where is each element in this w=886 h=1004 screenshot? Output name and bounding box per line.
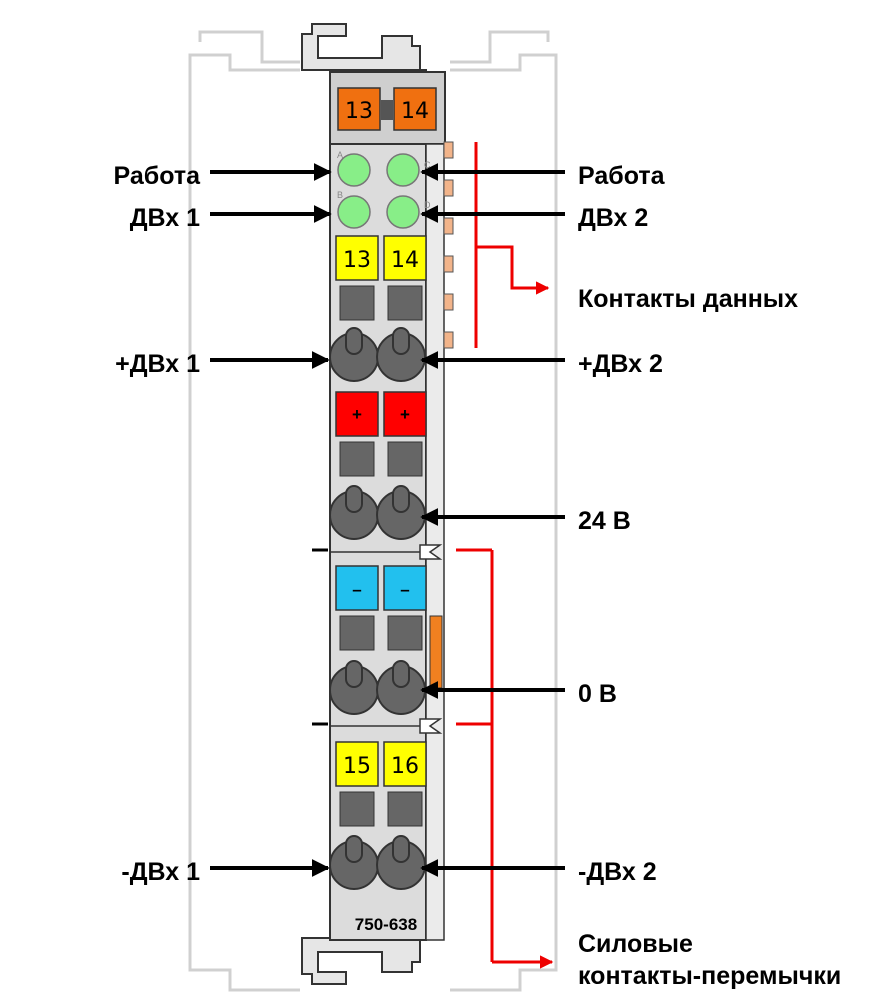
clamp-minus-di-2 <box>376 835 426 890</box>
key-plus-1: + <box>335 391 379 437</box>
label-power-jumper-2: контакты-перемычки <box>578 962 841 990</box>
label-left-minus-di: -ДВх 1 <box>121 858 200 886</box>
power-jumper-contact <box>429 615 443 689</box>
top-key-right: 14 <box>393 87 437 131</box>
release-slot-4 <box>387 441 423 477</box>
top-latch <box>301 23 421 71</box>
svg-text:14: 14 <box>401 99 429 124</box>
svg-text:B: B <box>337 190 343 200</box>
led-status-1 <box>337 153 371 187</box>
label-left-plus-di: +ДВх 1 <box>115 350 200 378</box>
label-24v: 24 В <box>578 507 631 535</box>
svg-text:+: + <box>352 405 362 424</box>
release-slot-8 <box>387 791 423 827</box>
led-status-2 <box>386 153 420 187</box>
jumper-notch-2 <box>419 718 443 734</box>
label-right-status: Работа <box>578 162 666 190</box>
data-contacts-bracket <box>474 142 550 348</box>
key-minus-di-2: 16 <box>383 741 427 787</box>
svg-text:14: 14 <box>391 248 419 273</box>
side-strip <box>425 143 445 941</box>
svg-text:15: 15 <box>343 754 371 779</box>
release-slot-6 <box>387 615 423 651</box>
key-plus-2: + <box>383 391 427 437</box>
svg-text:16: 16 <box>391 754 419 779</box>
clamp-0v-1 <box>329 660 379 715</box>
jumper-notch-1 <box>419 544 443 560</box>
svg-text:D: D <box>424 200 431 210</box>
key-minus-1: – <box>335 565 379 611</box>
bottom-latch <box>301 937 421 985</box>
label-right-di: ДВх 2 <box>578 204 648 232</box>
label-left-di: ДВх 1 <box>130 204 200 232</box>
top-key-left: 13 <box>337 87 381 131</box>
svg-text:–: – <box>400 580 409 599</box>
svg-text:A: A <box>337 150 343 160</box>
label-right-plus-di: +ДВх 2 <box>578 350 663 378</box>
release-slot-2 <box>387 285 423 321</box>
neighbour-outline <box>188 30 558 992</box>
svg-text:–: – <box>352 580 361 599</box>
data-contact-pads <box>443 141 454 349</box>
led-di-2 <box>386 195 420 229</box>
clamp-minus-di-1 <box>329 835 379 890</box>
release-slot-1 <box>339 285 375 321</box>
key-di-1: 13 <box>335 235 379 281</box>
label-power-jumper-1: Силовые <box>578 930 693 958</box>
release-slot-7 <box>339 791 375 827</box>
led-di-1 <box>337 195 371 229</box>
label-0v: 0 В <box>578 680 617 708</box>
svg-text:13: 13 <box>343 248 371 273</box>
key-minus-di-1: 15 <box>335 741 379 787</box>
part-number: 750-638 <box>355 915 417 934</box>
key-di-2: 14 <box>383 235 427 281</box>
key-minus-2: – <box>383 565 427 611</box>
label-data-contacts: Контакты данных <box>578 285 798 313</box>
label-right-minus-di: -ДВх 2 <box>578 858 657 886</box>
svg-text:+: + <box>400 405 410 424</box>
label-left-status: Работа <box>114 162 202 190</box>
power-jumper-bracket <box>456 548 554 969</box>
top-key-separator <box>381 100 393 120</box>
svg-text:13: 13 <box>345 99 373 124</box>
release-slot-5 <box>339 615 375 651</box>
svg-text:C: C <box>424 160 431 170</box>
release-slot-3 <box>339 441 375 477</box>
clamp-plus-di-1 <box>329 327 379 382</box>
